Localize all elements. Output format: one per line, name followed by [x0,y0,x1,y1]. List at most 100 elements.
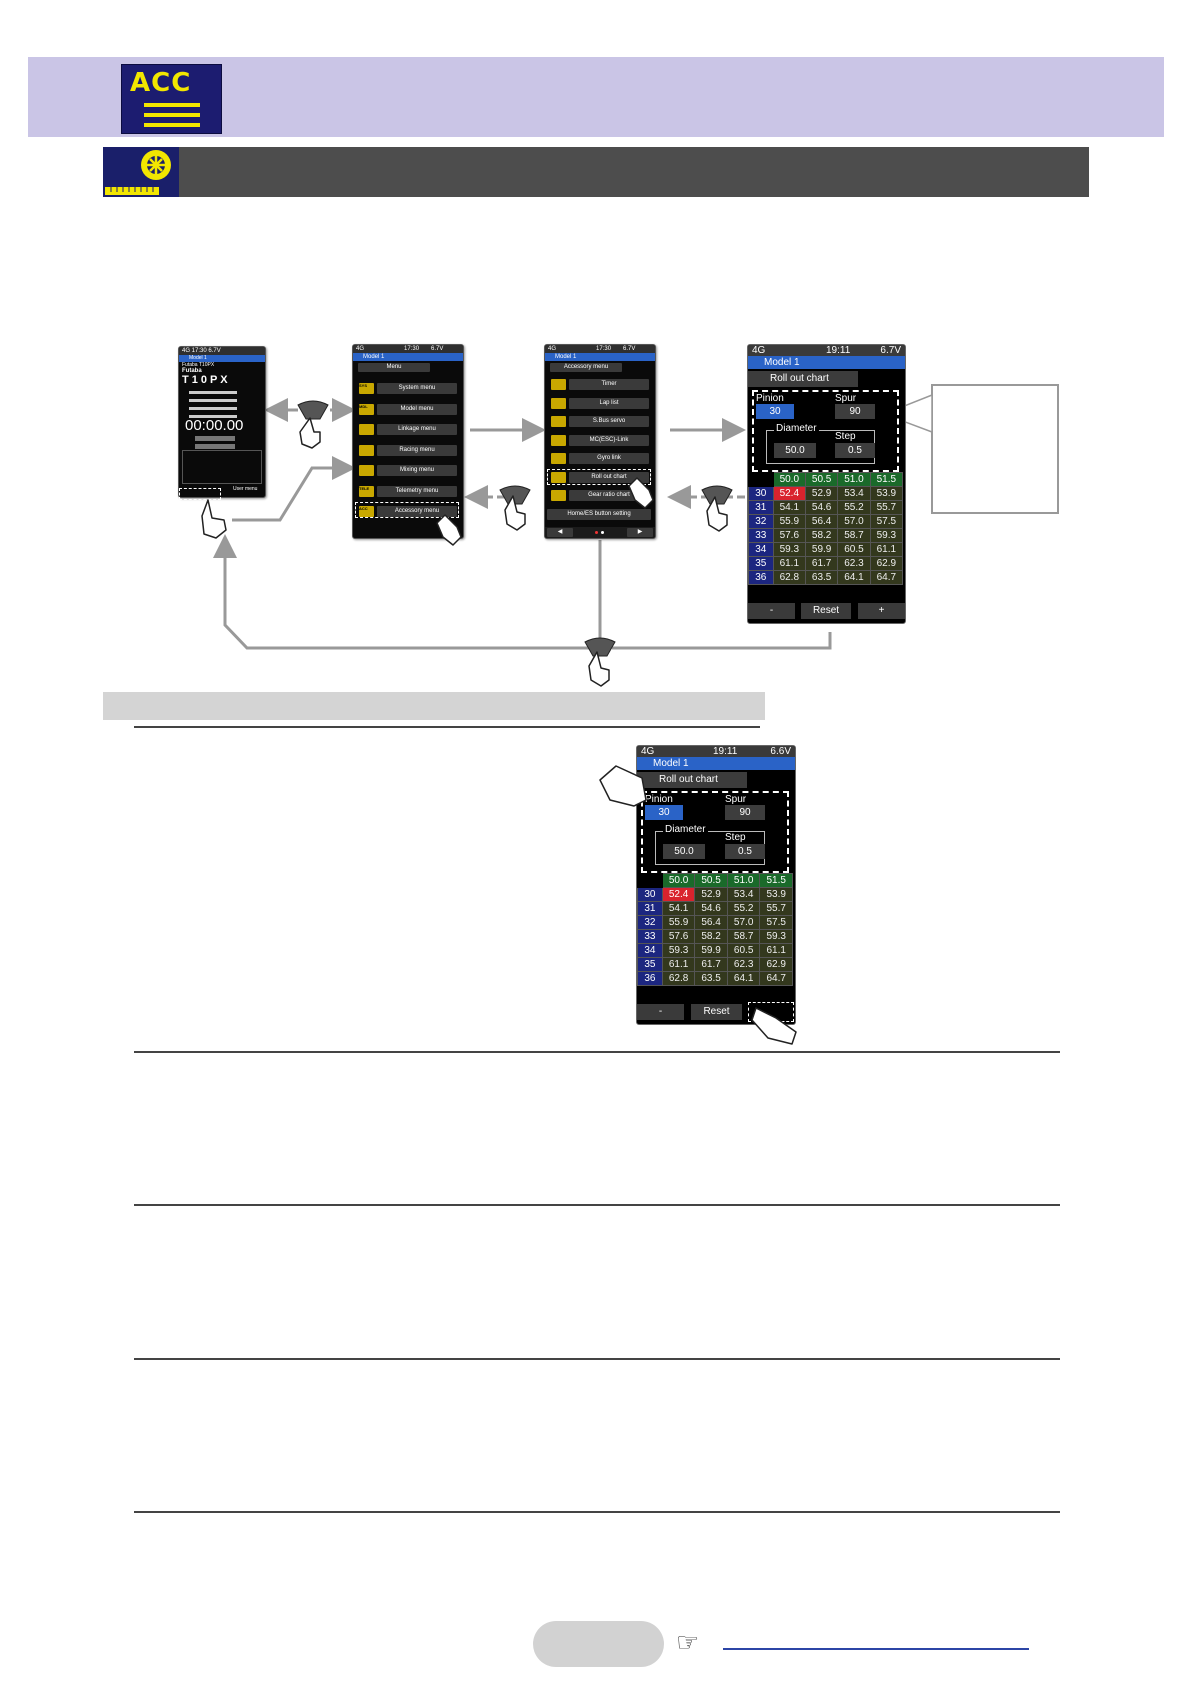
menu-item[interactable]: Model menu [377,403,457,415]
table-cell: 64.7 [759,971,793,986]
menu-item[interactable]: Mixing menu [377,465,457,476]
accessory-item-icon [551,434,566,446]
table-cell: 52.9 [804,486,839,501]
menu-item[interactable]: Linkage menu [377,424,457,435]
row-header: 36 [637,971,663,986]
table-cell: 64.7 [869,570,904,585]
row-header: 34 [748,542,774,557]
table-cell: 53.4 [726,887,761,902]
step-value[interactable]: 0.5 [725,844,765,859]
table-cell: 57.6 [661,929,696,944]
table-cell: 62.8 [772,570,806,585]
table-cell: 61.1 [759,943,793,958]
increase-button[interactable]: + [858,603,905,619]
accessory-item-icon [551,453,566,464]
pinion-value[interactable]: 30 [756,404,794,419]
table-cell: 58.2 [804,528,839,543]
column-header: 51.5 [869,472,904,487]
accessory-item-icon [551,379,566,390]
row-header: 31 [748,500,774,515]
reset-button[interactable]: Reset [691,1004,742,1020]
decrease-button[interactable]: - [748,603,795,619]
row-header: 35 [748,556,774,571]
prev-page-button[interactable]: ◀ [547,528,573,537]
table-cell: 57.0 [837,514,871,529]
pointing-hand-icon [599,765,647,807]
table-cell: 62.8 [661,971,696,986]
accessory-item-icon [551,397,566,409]
diameter-value[interactable]: 50.0 [774,443,816,458]
menu-item-icon: SYS [359,383,374,394]
menu-item[interactable]: Racing menu [377,444,457,456]
screen-title: Roll out chart [748,371,858,387]
menu-item[interactable]: Telemetry menu [377,485,457,497]
table-cell: 55.7 [759,901,793,916]
reference-link-line[interactable] [723,1648,1029,1650]
section-title-band [103,147,1089,197]
table-cell: 59.3 [772,542,806,557]
table-cell: 62.9 [869,556,904,571]
accessory-item-icon [551,416,566,427]
menu-item[interactable]: Accessory menu [377,506,457,517]
table-cell: 63.5 [804,570,839,585]
row-header: 31 [637,901,663,916]
step-value[interactable]: 0.5 [835,443,875,458]
row-header: 30 [748,486,774,501]
pointing-hand-icon: ☞ [676,1627,700,1657]
decrease-button[interactable]: - [637,1004,684,1020]
timer-readout: 00:00.00 [185,417,244,434]
accessory-item[interactable]: S.Bus servo [569,416,649,427]
diameter-value[interactable]: 50.0 [663,844,705,859]
table-cell: 59.3 [869,528,904,543]
pinion-value[interactable]: 30 [645,805,683,820]
accessory-item[interactable]: Lap list [569,397,649,409]
accessory-item[interactable]: Gyro link [569,453,649,464]
table-cell: 55.9 [772,514,806,529]
table-cell: 62.3 [726,957,761,972]
table-cell: 62.9 [759,957,793,972]
table-cell: 59.9 [694,943,728,958]
flow-arrows [213,384,1059,657]
home-button-icon [297,400,733,657]
hand-pointer-icons [201,417,797,1045]
table-cell: 63.5 [694,971,728,986]
row-header: 32 [748,514,774,529]
table-cell: 61.1 [869,542,904,557]
home-screen[interactable]: 4G 17:30 6.7V Model 1 Futaba T10PX Futab… [178,346,266,498]
row-header: 34 [637,943,663,958]
table-cell: 61.1 [661,957,696,972]
table-cell: 52.4 [772,486,806,501]
menu-item-icon [359,444,374,456]
table-cell: 52.4 [661,887,696,902]
table-cell: 57.6 [772,528,806,543]
table-cell: 56.4 [694,915,728,930]
next-page-button[interactable]: ▶ [627,528,653,537]
table-cell: 59.9 [804,542,839,557]
menu-item-icon [359,465,374,476]
accessory-item-icon [551,471,566,483]
spur-value[interactable]: 90 [725,805,765,820]
accessory-item[interactable]: MC(ESC)-Link [569,434,649,446]
accessory-item[interactable]: Timer [569,379,649,390]
reset-button[interactable]: Reset [801,603,851,619]
table-cell: 55.7 [869,500,904,515]
subsection-heading-bar [103,692,765,720]
accessory-item[interactable]: Home/ES button setting [547,508,651,520]
accessory-item-icon [551,490,566,501]
screen-title: Roll out chart [637,772,747,788]
table-cell: 64.1 [726,971,761,986]
menu-item-icon: ACC [359,506,374,517]
menu-item[interactable]: System menu [377,383,457,394]
table-cell: 60.5 [726,943,761,958]
accessory-item[interactable]: Gear ratio chart [569,490,649,501]
column-header: 50.5 [804,472,839,487]
spur-value[interactable]: 90 [835,404,875,419]
table-cell: 61.7 [694,957,728,972]
accessory-item[interactable]: Roll out chart [569,471,649,483]
